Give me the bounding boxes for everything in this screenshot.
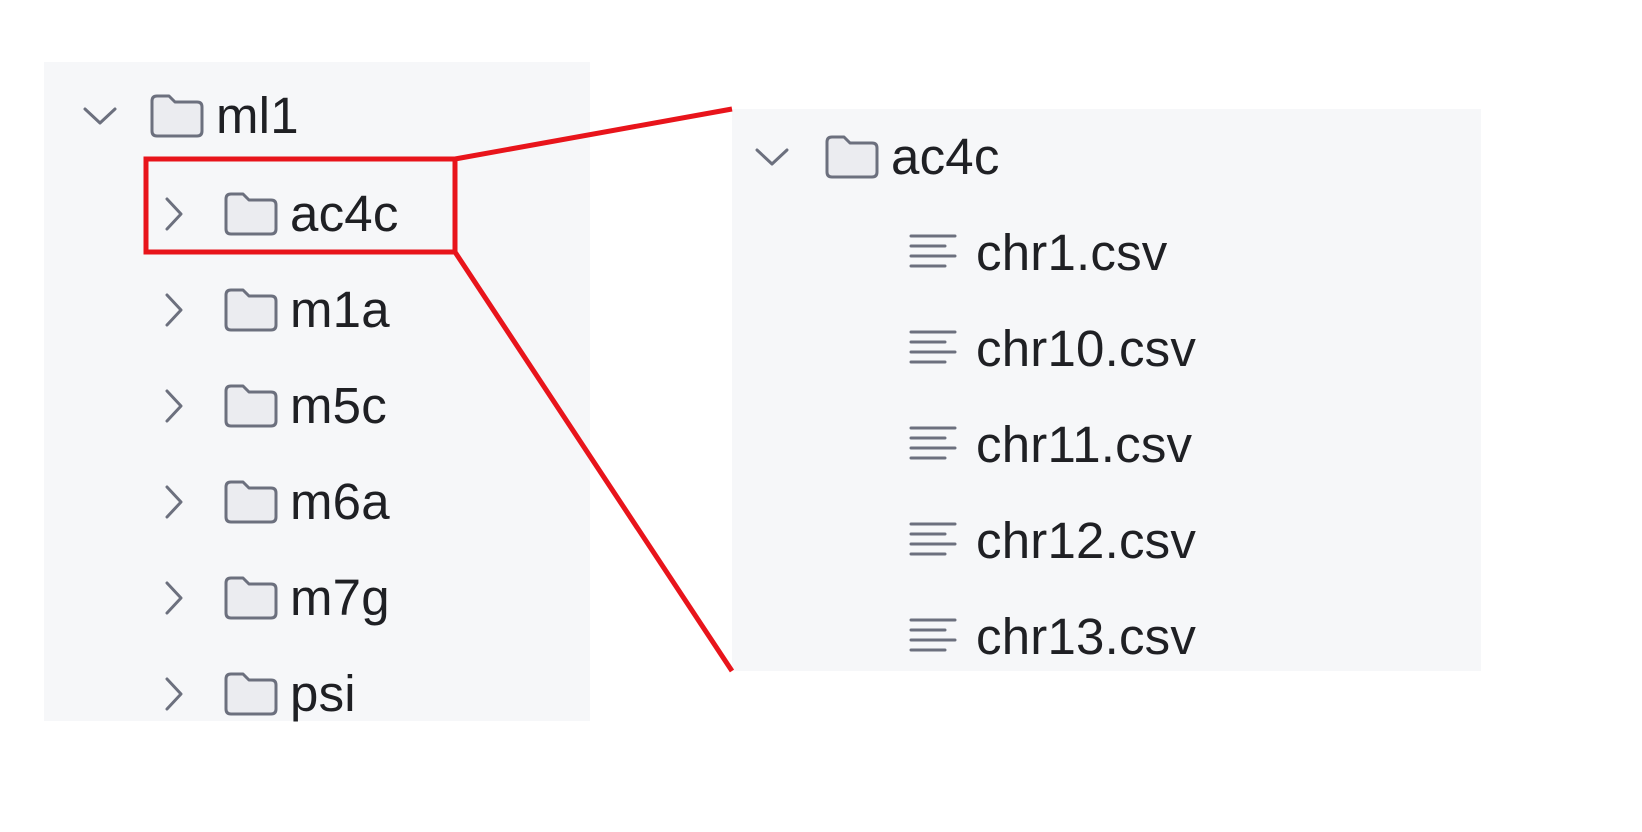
chevron-right-icon[interactable]: [154, 482, 194, 522]
folder-icon: [221, 476, 281, 528]
tree-row-m7g[interactable]: m7g: [154, 550, 390, 646]
chevron-right-icon[interactable]: [154, 674, 194, 714]
file-label: chr10.csv: [976, 320, 1197, 377]
tree-item-label: ac4c: [891, 128, 1000, 185]
tree-row-ml1[interactable]: ml1: [80, 68, 299, 164]
tree-item-label: ml1: [216, 87, 299, 144]
chevron-down-icon[interactable]: [80, 96, 120, 136]
tree-row-ac4c-expanded[interactable]: ac4c: [752, 109, 1000, 205]
file-row-chr10[interactable]: chr10.csv: [906, 301, 1196, 397]
folder-icon: [822, 131, 882, 183]
folder-icon: [221, 380, 281, 432]
text-file-icon: [906, 227, 962, 279]
text-file-icon: [906, 515, 962, 567]
folder-icon: [221, 572, 281, 624]
chevron-right-icon[interactable]: [154, 578, 194, 618]
tree-item-label: psi: [290, 665, 356, 722]
tree-item-label: m1a: [290, 281, 390, 338]
file-row-chr11[interactable]: chr11.csv: [906, 397, 1192, 493]
folder-icon: [147, 90, 207, 142]
tree-row-m5c[interactable]: m5c: [154, 358, 387, 454]
text-file-icon: [906, 323, 962, 375]
chevron-right-icon[interactable]: [154, 194, 194, 234]
chevron-down-icon[interactable]: [752, 137, 792, 177]
file-label: chr12.csv: [976, 512, 1197, 569]
tree-item-label: m5c: [290, 377, 387, 434]
tree-row-m1a[interactable]: m1a: [154, 262, 390, 358]
folder-icon: [221, 668, 281, 720]
file-label: chr11.csv: [976, 416, 1193, 473]
tree-row-m6a[interactable]: m6a: [154, 454, 390, 550]
file-row-chr12[interactable]: chr12.csv: [906, 493, 1196, 589]
project-tree-panel: ml1 ac4c m1a m5c m6a: [44, 62, 590, 722]
file-row-chr1[interactable]: chr1.csv: [906, 205, 1167, 301]
chevron-right-icon[interactable]: [154, 290, 194, 330]
chevron-right-icon[interactable]: [154, 386, 194, 426]
text-file-icon: [906, 611, 962, 663]
text-file-icon: [906, 419, 962, 471]
tree-item-label: ac4c: [290, 185, 399, 242]
tree-item-label: m7g: [290, 569, 390, 626]
tree-row-psi[interactable]: psi: [154, 646, 356, 742]
expanded-folder-panel: ac4c chr1.csv chr10.csv chr11.csv chr12.…: [732, 109, 1481, 671]
file-row-chr13[interactable]: chr13.csv: [906, 589, 1196, 685]
folder-icon: [221, 284, 281, 336]
tree-row-ac4c[interactable]: ac4c: [154, 166, 399, 262]
tree-item-label: m6a: [290, 473, 390, 530]
folder-icon: [221, 188, 281, 240]
file-label: chr1.csv: [976, 224, 1168, 281]
file-label: chr13.csv: [976, 608, 1197, 665]
